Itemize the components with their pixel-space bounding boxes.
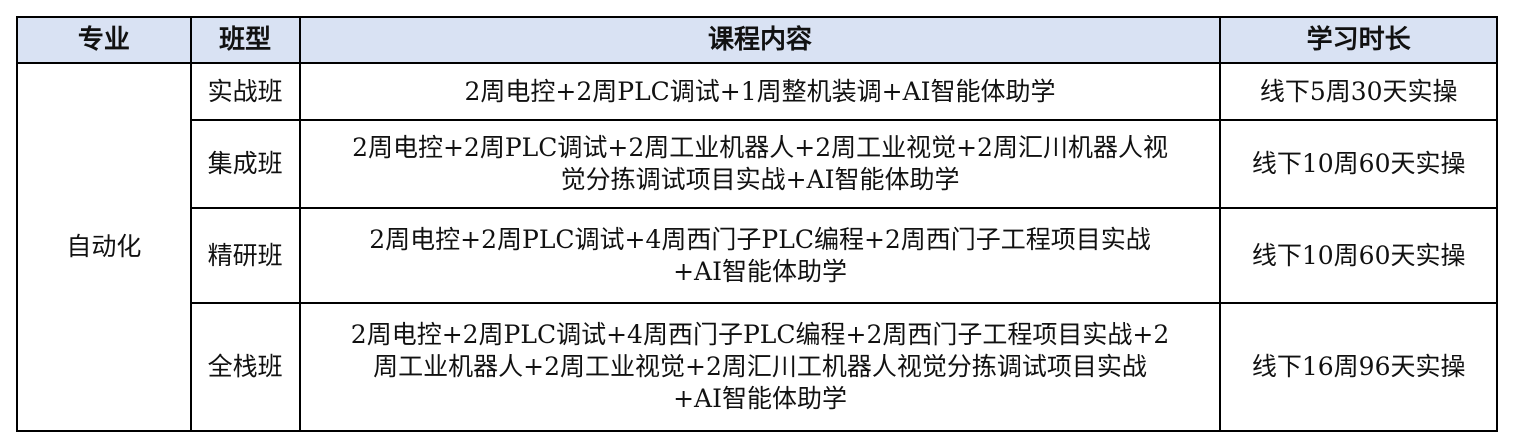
class-type-cell: 精研班 xyxy=(189,207,301,304)
table-row: 全栈班 2周电控+2周PLC调试+4周西门子PLC编程+2周西门子工程项目实战+… xyxy=(17,302,1498,432)
content-cell: 2周电控+2周PLC调试+1周整机装调+AI智能体助学 xyxy=(298,62,1222,121)
content-cell: 2周电控+2周PLC调试+4周西门子PLC编程+2周西门子工程项目实战+2周工业… xyxy=(298,302,1222,432)
content-cell: 2周电控+2周PLC调试+4周西门子PLC编程+2周西门子工程项目实战+AI智能… xyxy=(298,207,1222,304)
table-row: 精研班 2周电控+2周PLC调试+4周西门子PLC编程+2周西门子工程项目实战+… xyxy=(17,207,1498,304)
header-class-type: 班型 xyxy=(189,16,301,64)
class-type-cell: 集成班 xyxy=(189,119,301,209)
table-row: 自动化 实战班 2周电控+2周PLC调试+1周整机装调+AI智能体助学 线下5周… xyxy=(16,62,1498,432)
duration-cell: 线下5周30天实操 xyxy=(1219,62,1498,121)
class-type-cell: 实战班 xyxy=(189,62,301,121)
major-cell: 自动化 xyxy=(16,62,192,432)
course-table: 专业 班型 课程内容 学习时长 自动化 实战班 2周电控+2周PLC调试+1周整… xyxy=(16,16,1498,432)
content-cell: 2周电控+2周PLC调试+2周工业机器人+2周工业视觉+2周汇川机器人视觉分拣调… xyxy=(298,119,1222,209)
duration-cell: 线下10周60天实操 xyxy=(1219,119,1498,209)
header-duration: 学习时长 xyxy=(1219,16,1498,64)
class-type-cell: 全栈班 xyxy=(189,302,301,432)
table-row: 集成班 2周电控+2周PLC调试+2周工业机器人+2周工业视觉+2周汇川机器人视… xyxy=(17,119,1498,209)
header-row: 专业 班型 课程内容 学习时长 xyxy=(16,16,1498,64)
duration-cell: 线下10周60天实操 xyxy=(1219,207,1498,304)
duration-cell: 线下16周96天实操 xyxy=(1219,302,1498,432)
header-content: 课程内容 xyxy=(298,16,1222,64)
header-major: 专业 xyxy=(16,16,192,64)
